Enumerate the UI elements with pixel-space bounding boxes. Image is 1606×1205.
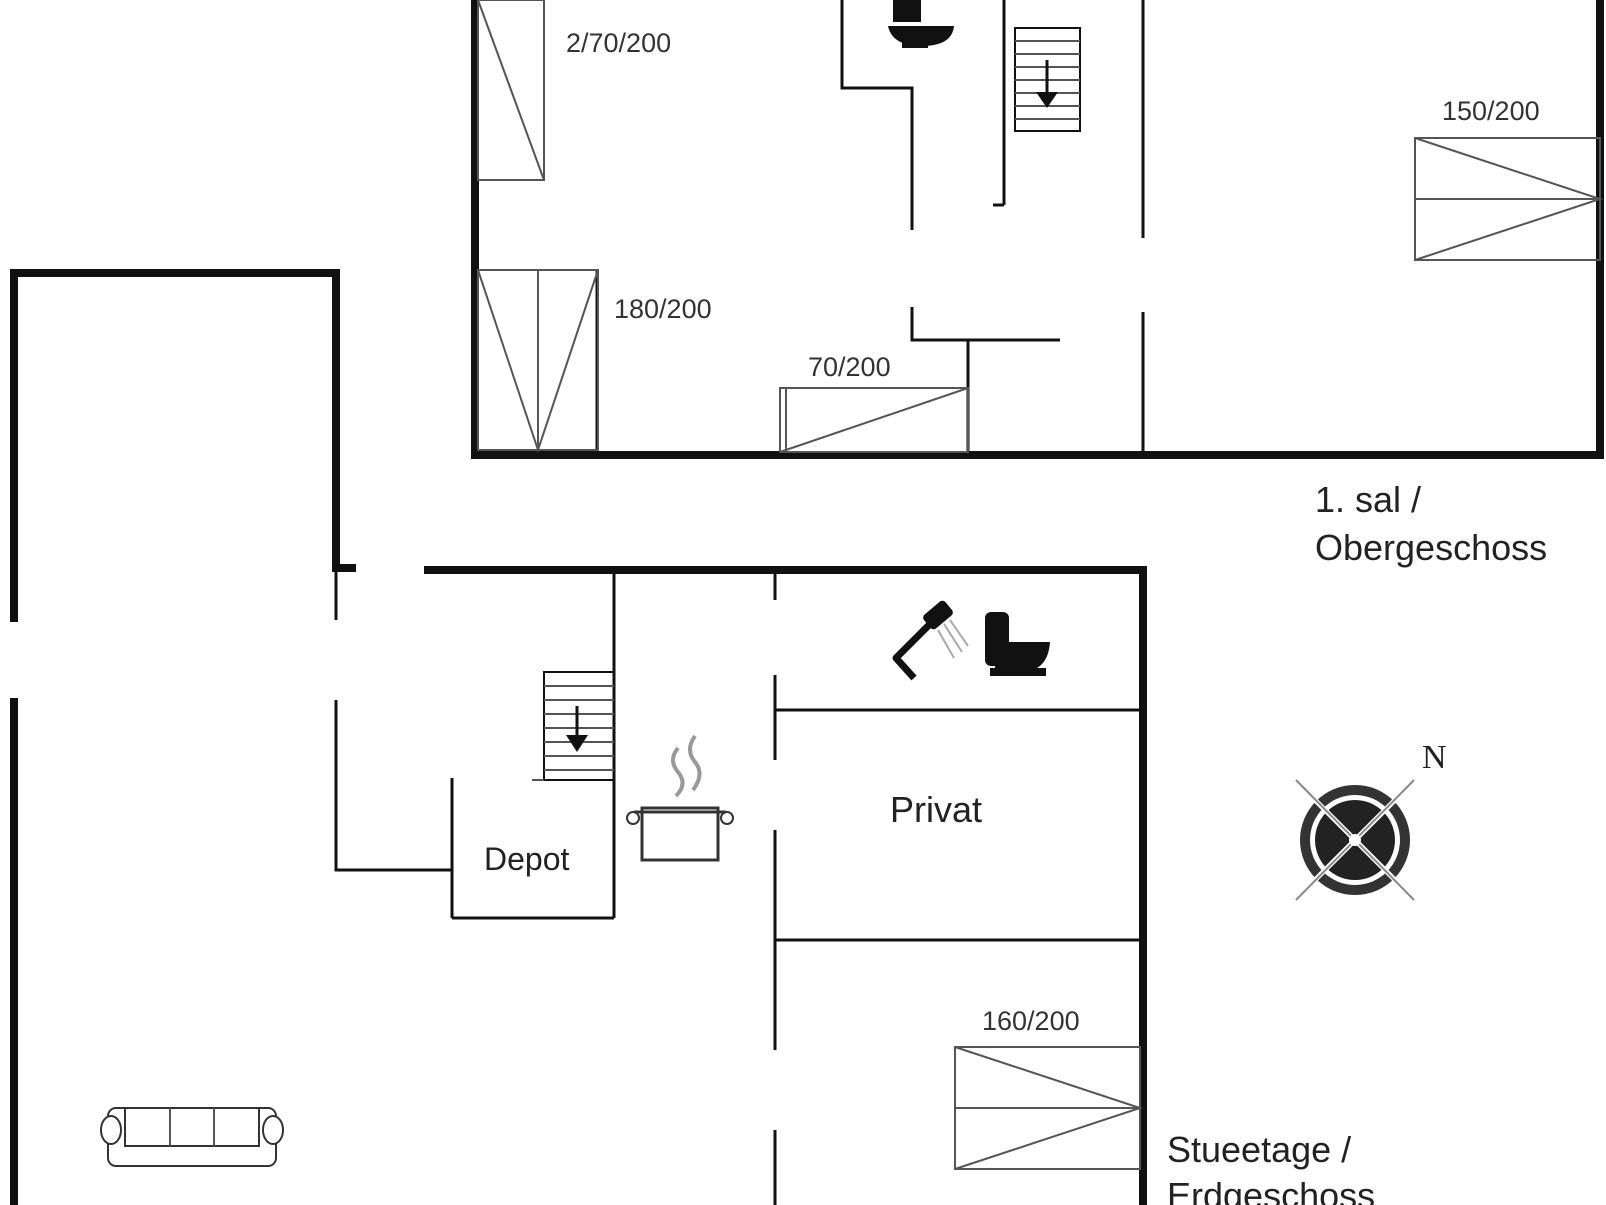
floor-label: 1. sal / (1315, 479, 1421, 520)
bed-size-label: 180/200 (614, 294, 712, 324)
floor-label: Stueetage / (1167, 1129, 1351, 1170)
upper-floor-outer-wall (471, 0, 1604, 459)
upper-floor: 2/70/200 180/200 70/200 150/200 1. sal /… (471, 0, 1604, 568)
bed-size-label: 70/200 (808, 352, 891, 382)
room-label-private: Privat (890, 789, 982, 830)
upper-wall (910, 307, 1060, 342)
toilet-icon (985, 612, 1050, 676)
compass-north-label: N (1422, 739, 1447, 776)
ground-floor-outer-wall (10, 269, 340, 622)
ground-wall (334, 700, 452, 872)
bed-single (779, 387, 969, 453)
shower-icon (892, 600, 969, 681)
bed-size-label: 150/200 (1442, 96, 1540, 126)
bed-double (477, 269, 599, 454)
stairs-down-icon (1014, 27, 1081, 132)
ground-floor-outer-wall (424, 566, 1147, 1205)
toilet-icon (888, 0, 954, 48)
bed-double (954, 1046, 1144, 1170)
room-label-depot: Depot (484, 841, 570, 877)
floor-label: Obergeschoss (1315, 527, 1547, 568)
ground-floor: Depot Privat 160/200 Stueetage / Erdgesc… (10, 269, 1375, 1205)
sofa-icon (100, 1107, 284, 1167)
compass-rose-icon (1295, 779, 1415, 901)
floor-label: Erdgeschoss (1167, 1175, 1375, 1205)
upper-wall (840, 0, 914, 230)
bed-bunk (477, 0, 545, 181)
cooking-pot-icon (626, 734, 734, 862)
bed-size-label: 160/200 (982, 1006, 1080, 1036)
stairs-down-icon (532, 671, 615, 781)
bed-double (1414, 137, 1604, 261)
bed-size-label: 2/70/200 (566, 28, 671, 58)
